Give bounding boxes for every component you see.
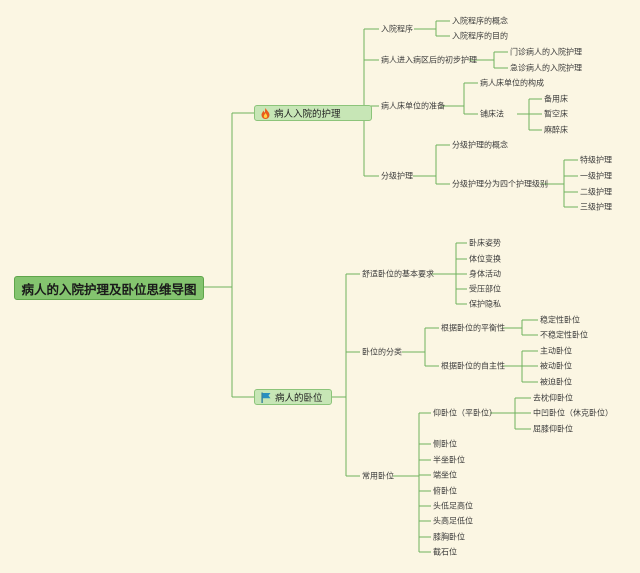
topic-1-2[interactable]: 常用卧位 xyxy=(362,471,394,481)
leaf-1-1-1-0[interactable]: 主动卧位 xyxy=(540,346,572,356)
root-topic-label: 病人的入院护理及卧位思维导图 xyxy=(21,281,197,297)
leaf-0-2-1-2[interactable]: 麻醉床 xyxy=(544,125,568,135)
branch-label-0: 病人入院的护理 xyxy=(274,109,341,120)
leaf-1-1-0-0[interactable]: 稳定性卧位 xyxy=(540,315,580,325)
topic-1-1[interactable]: 卧位的分类 xyxy=(362,347,402,357)
topic-0-1[interactable]: 病人进入病区后的初步护理 xyxy=(381,55,477,65)
subtopic-1-2-3[interactable]: 端坐位 xyxy=(433,470,457,480)
leaf-0-3-1-1[interactable]: 一级护理 xyxy=(580,171,612,181)
topic-1-0[interactable]: 舒适卧位的基本要求 xyxy=(362,269,434,279)
subtopic-1-2-8[interactable]: 截石位 xyxy=(433,547,457,557)
branch-0[interactable]: 病人入院的护理 xyxy=(254,105,372,121)
leaf-1-1-0-1[interactable]: 不稳定性卧位 xyxy=(540,330,588,340)
leaf-0-3-1-3[interactable]: 三级护理 xyxy=(580,202,612,212)
leaf-1-2-0-2[interactable]: 屈膝仰卧位 xyxy=(533,424,573,434)
subtopic-1-1-1[interactable]: 根据卧位的自主性 xyxy=(441,361,505,371)
subtopic-0-1-1[interactable]: 急诊病人的入院护理 xyxy=(510,63,582,73)
subtopic-0-1-0[interactable]: 门诊病人的入院护理 xyxy=(510,47,582,57)
leaf-0-3-1-2[interactable]: 二级护理 xyxy=(580,187,612,197)
leaf-1-2-0-0[interactable]: 去枕仰卧位 xyxy=(533,393,573,403)
root-topic[interactable]: 病人的入院护理及卧位思维导图 xyxy=(14,276,204,300)
leaf-1-1-1-2[interactable]: 被迫卧位 xyxy=(540,377,572,387)
subtopic-1-2-0[interactable]: 仰卧位（平卧位） xyxy=(433,408,497,418)
subtopic-1-2-6[interactable]: 头高足低位 xyxy=(433,516,473,526)
subtopic-1-0-2[interactable]: 身体活动 xyxy=(469,269,501,279)
subtopic-1-2-5[interactable]: 头低足高位 xyxy=(433,501,473,511)
subtopic-1-0-0[interactable]: 卧床姿势 xyxy=(469,238,501,248)
leaf-0-2-1-1[interactable]: 暂空床 xyxy=(544,109,568,119)
fire-icon xyxy=(261,107,270,119)
topic-0-3[interactable]: 分级护理 xyxy=(381,171,413,181)
subtopic-1-0-3[interactable]: 受压部位 xyxy=(469,284,501,294)
topic-0-2[interactable]: 病人床单位的准备 xyxy=(381,101,445,111)
subtopic-0-2-0[interactable]: 病人床单位的构成 xyxy=(480,78,544,88)
subtopic-0-0-1[interactable]: 入院程序的目的 xyxy=(452,31,508,41)
branch-1[interactable]: 病人的卧位 xyxy=(254,389,332,405)
leaf-0-2-1-0[interactable]: 备用床 xyxy=(544,94,568,104)
leaf-1-1-1-1[interactable]: 被动卧位 xyxy=(540,361,572,371)
flag-icon xyxy=(261,392,271,403)
subtopic-1-2-2[interactable]: 半坐卧位 xyxy=(433,455,465,465)
leaf-0-3-1-0[interactable]: 特级护理 xyxy=(580,155,612,165)
subtopic-0-0-0[interactable]: 入院程序的概念 xyxy=(452,16,508,26)
subtopic-1-2-1[interactable]: 侧卧位 xyxy=(433,439,457,449)
leaf-1-2-0-1[interactable]: 中凹卧位（休克卧位） xyxy=(533,408,613,418)
subtopic-1-2-4[interactable]: 俯卧位 xyxy=(433,486,457,496)
topic-0-0[interactable]: 入院程序 xyxy=(381,24,413,34)
subtopic-0-2-1[interactable]: 铺床法 xyxy=(480,109,504,119)
subtopic-1-0-1[interactable]: 体位变换 xyxy=(469,254,501,264)
subtopic-1-0-4[interactable]: 保护隐私 xyxy=(469,299,501,309)
subtopic-1-1-0[interactable]: 根据卧位的平衡性 xyxy=(441,323,505,333)
subtopic-1-2-7[interactable]: 膝胸卧位 xyxy=(433,532,465,542)
subtopic-0-3-1[interactable]: 分级护理分为四个护理级别 xyxy=(452,179,548,189)
branch-label-1: 病人的卧位 xyxy=(275,393,323,404)
subtopic-0-3-0[interactable]: 分级护理的概念 xyxy=(452,140,508,150)
